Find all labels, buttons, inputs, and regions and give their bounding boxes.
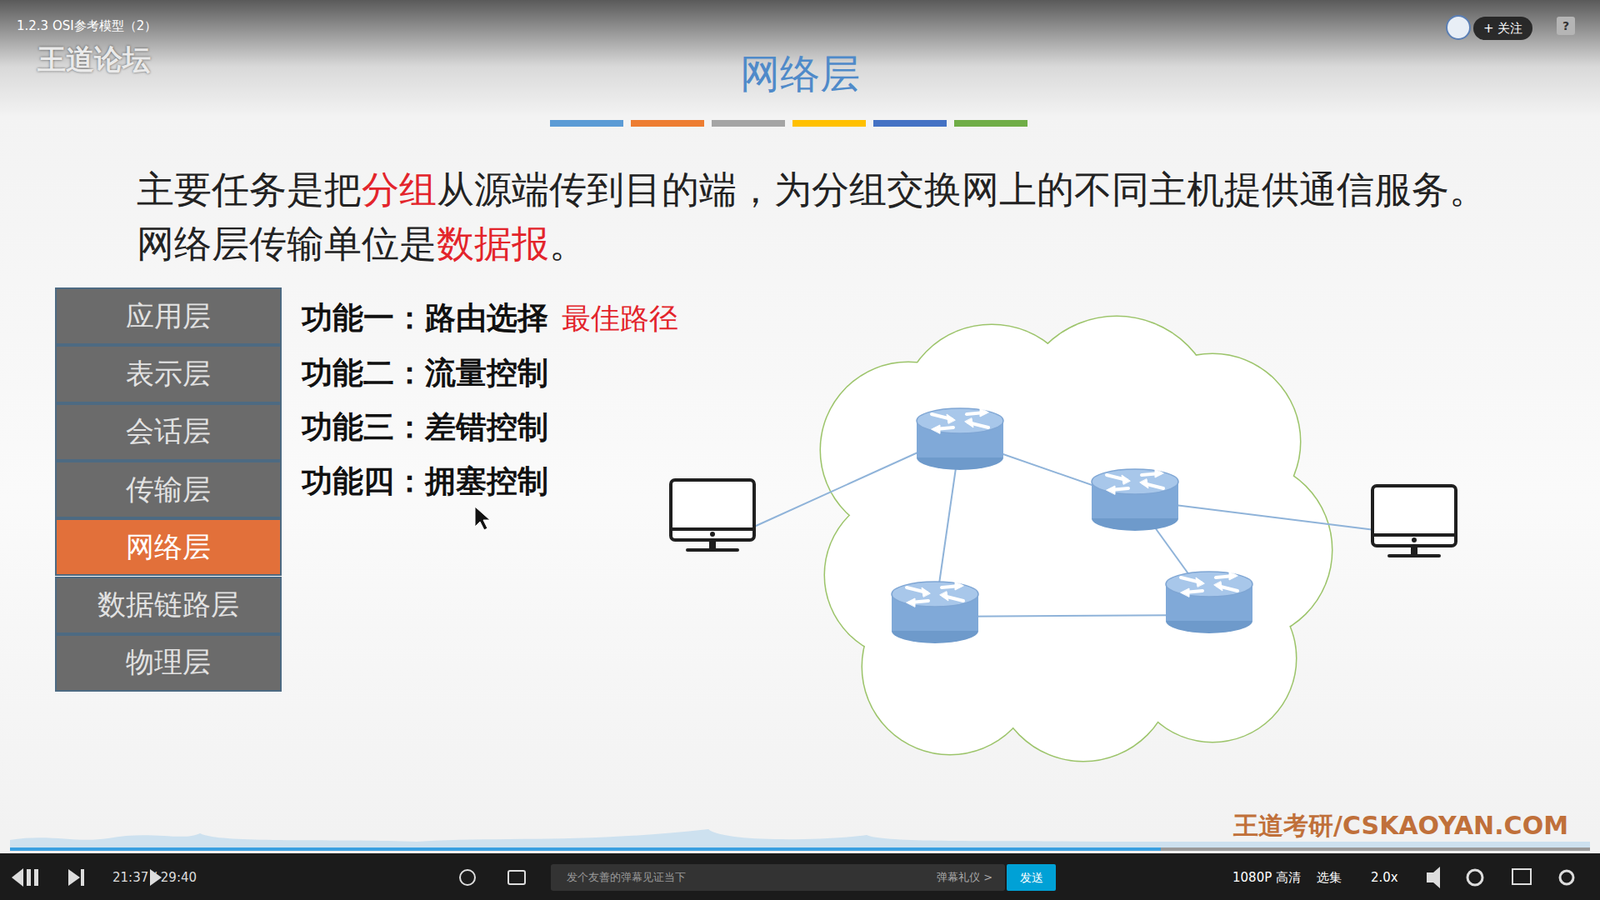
slide-title: 网络层 <box>0 48 1600 99</box>
send-button: 发送 <box>1006 864 1056 891</box>
layer-box: 应用层 <box>55 287 282 345</box>
body-text: 从源端传到目的端，为分组交换网上的不同主机提供通信服务。 <box>436 166 1487 214</box>
layer-name: 数据链路层 <box>97 585 240 625</box>
function-item: 功能四：拥塞控制 <box>301 462 549 501</box>
layer-name: 网络层 <box>125 528 211 567</box>
layer-box: 表示层 <box>55 345 282 403</box>
layer-box: 传输层 <box>55 460 282 519</box>
key-term: 数据报 <box>436 220 550 268</box>
danmaku-etiquette: 弹幕礼仪 > <box>936 870 993 885</box>
watermark: 王道论坛 <box>37 41 151 78</box>
follow-button: + 关注 <box>1473 16 1533 40</box>
layer-name: 会话层 <box>125 412 211 451</box>
help-icon: ? <box>1556 16 1575 35</box>
body-text: 主要任务是把 <box>136 166 362 214</box>
layer-name: 应用层 <box>125 297 211 336</box>
layer-box: 网络层 <box>55 518 282 576</box>
layer-name: 物理层 <box>125 643 211 682</box>
time-display: 21:37 / 29:40 <box>112 870 197 886</box>
layer-name: 表示层 <box>125 355 211 394</box>
text-row: 主要任务是把分组从源端传到目的端，为分组交换网上的不同主机提供通信服务。 <box>136 166 1487 214</box>
key-term: 分组 <box>361 166 437 214</box>
layer-box: 数据链路层 <box>55 576 282 635</box>
function-note: 最佳路径 <box>561 300 679 338</box>
function-item: 功能二：流量控制 <box>301 354 549 393</box>
layer-box: 会话层 <box>55 403 282 461</box>
text-row: 功能一：路由选择最佳路径 <box>301 299 679 338</box>
layer-name: 传输层 <box>125 470 211 510</box>
watermark: 王道考研/CSKAOYAN.COM <box>1233 810 1569 842</box>
function-item: 功能一：路由选择 <box>301 299 549 338</box>
text-row: 网络层传输单位是数据报。 <box>136 220 587 268</box>
body-text: 。 <box>549 220 587 268</box>
layer-box: 物理层 <box>55 634 282 692</box>
quality-menu: 1080P 高清 <box>1232 870 1301 886</box>
episode-menu: 选集 <box>1316 870 1342 886</box>
danmaku-placeholder: 发个友善的弹幕见证当下 <box>566 870 686 885</box>
speed-menu: 2.0x <box>1370 870 1399 886</box>
video-title: 1.2.3 OSI参考模型（2） <box>16 18 157 35</box>
body-text: 网络层传输单位是 <box>136 220 437 268</box>
function-item: 功能三：差错控制 <box>301 408 549 447</box>
